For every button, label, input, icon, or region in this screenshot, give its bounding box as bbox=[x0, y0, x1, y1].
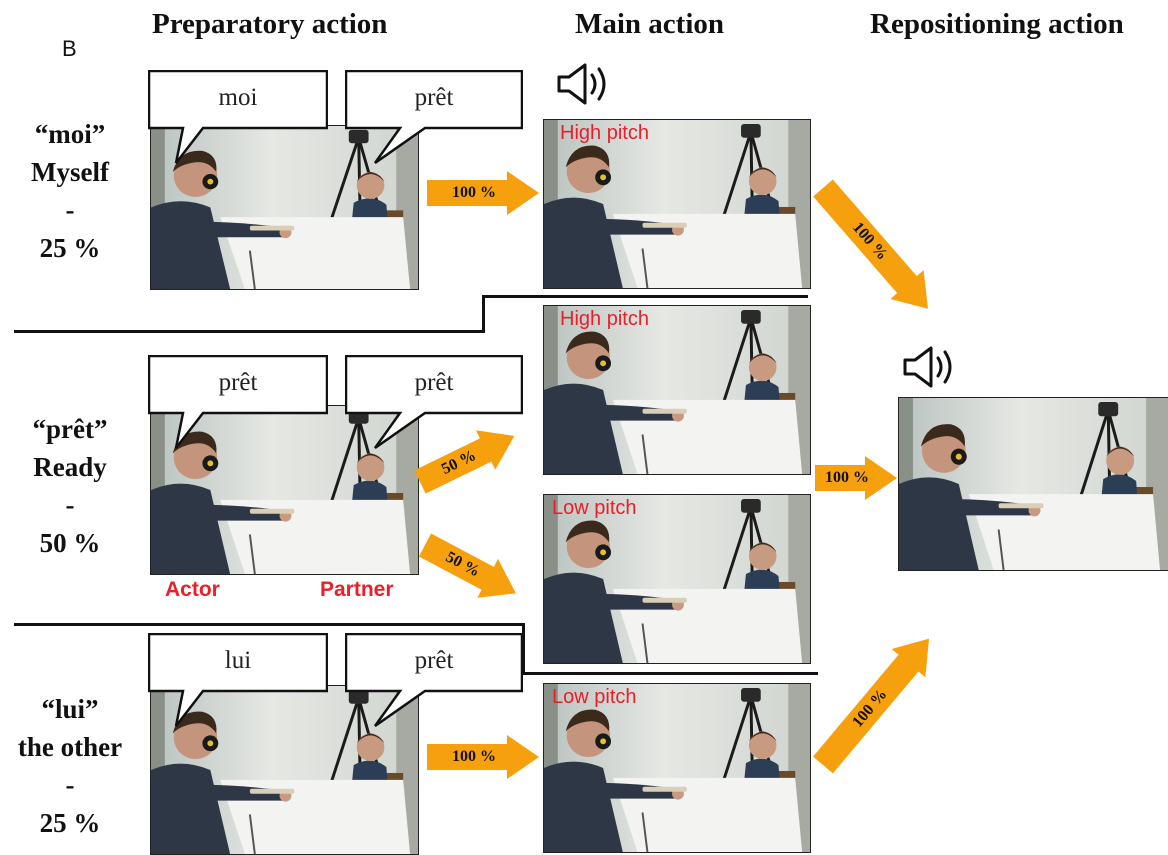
arrow-shape bbox=[427, 171, 539, 215]
bubble-text: prêt bbox=[414, 84, 454, 111]
arrow-shape bbox=[414, 430, 515, 494]
row-percent: 50 % bbox=[39, 528, 101, 558]
speech-bubble-partner: prêt bbox=[344, 632, 524, 728]
arrow-row1-to-reposition: 100 % bbox=[806, 174, 944, 324]
panel-letter: B bbox=[62, 36, 77, 61]
row-dash: - bbox=[65, 770, 75, 800]
arrow-shape bbox=[815, 456, 897, 500]
scene-image bbox=[151, 406, 418, 574]
speaker-icon bbox=[902, 345, 960, 394]
column-header-preparatory: Preparatory action bbox=[152, 8, 388, 40]
arrow-row3-to-reposition: 100 % bbox=[806, 624, 946, 779]
photo-main-4: Low pitch bbox=[543, 683, 811, 853]
scene-image bbox=[544, 684, 810, 852]
speech-bubble-actor: prêt bbox=[147, 354, 329, 450]
row-dash: - bbox=[65, 195, 75, 225]
photo-main-3: Low pitch bbox=[543, 494, 811, 664]
photo-prep-lui bbox=[150, 685, 419, 855]
scene-image bbox=[151, 686, 418, 854]
divider-line bbox=[14, 330, 484, 333]
row-meaning: Myself bbox=[31, 157, 109, 187]
partner-label: Partner bbox=[320, 578, 394, 601]
arrow-row2-to-main-down: 50 % bbox=[415, 526, 527, 613]
bubble-text: lui bbox=[224, 647, 252, 674]
divider-line bbox=[14, 623, 524, 626]
actor-label: Actor bbox=[165, 578, 220, 601]
column-header-main: Main action bbox=[575, 8, 725, 40]
scene-image bbox=[544, 306, 810, 474]
arrow-row2-to-main-up: 50 % bbox=[410, 416, 524, 502]
row-percent: 25 % bbox=[39, 808, 101, 838]
pitch-label: Low pitch bbox=[552, 497, 637, 519]
arrow-shape bbox=[813, 179, 928, 309]
pitch-label: High pitch bbox=[560, 122, 649, 144]
speech-bubble-partner: prêt bbox=[344, 69, 524, 165]
pitch-label: Low pitch bbox=[552, 686, 637, 708]
bubble-text: prêt bbox=[414, 647, 454, 674]
scene-image bbox=[899, 398, 1168, 570]
row-dash: - bbox=[65, 490, 75, 520]
column-header-repositioning: Repositioning action bbox=[870, 8, 1124, 40]
photo-main-1: High pitch bbox=[543, 119, 811, 289]
bubble-text: moi bbox=[218, 84, 258, 111]
arrow-shape bbox=[813, 638, 930, 774]
divider-line bbox=[482, 295, 808, 298]
speaker-icon bbox=[556, 62, 614, 111]
pitch-label: High pitch bbox=[560, 308, 649, 330]
arrow-label: 100 % bbox=[452, 748, 496, 765]
row-label-pret: “prêt” Ready - 50 % bbox=[0, 410, 140, 562]
row-label-moi: “moi” Myself - 25 % bbox=[0, 115, 140, 267]
row-percent: 25 % bbox=[39, 233, 101, 263]
photo-main-2: High pitch bbox=[543, 305, 811, 475]
arrow-row2-to-reposition: 100 % bbox=[815, 456, 897, 500]
scene-image bbox=[544, 120, 810, 288]
photo-prep-moi bbox=[150, 125, 419, 290]
arrow-label: 100 % bbox=[849, 686, 891, 731]
row-word: “moi” bbox=[34, 119, 106, 149]
scene-image bbox=[151, 126, 418, 289]
speech-bubble-actor: lui bbox=[147, 632, 329, 728]
arrow-shape bbox=[427, 735, 539, 779]
speech-bubble-partner: prêt bbox=[344, 354, 524, 450]
row-meaning: the other bbox=[17, 732, 123, 762]
photo-reposition bbox=[898, 397, 1168, 571]
row-word: “lui” bbox=[41, 694, 99, 724]
bubble-text: prêt bbox=[414, 369, 454, 396]
photo-prep-pret bbox=[150, 405, 419, 575]
arrow-row1-to-main: 100 % bbox=[427, 171, 539, 215]
bubble-text: prêt bbox=[218, 369, 258, 396]
scene-image bbox=[544, 495, 810, 663]
speech-bubble-actor: moi bbox=[147, 69, 329, 165]
arrow-label: 100 % bbox=[452, 184, 496, 201]
row-label-lui: “lui” the other - 25 % bbox=[0, 690, 140, 842]
arrow-label: 50 % bbox=[442, 548, 483, 581]
row-meaning: Ready bbox=[33, 452, 107, 482]
divider-line bbox=[482, 295, 485, 333]
arrow-row3-to-main: 100 % bbox=[427, 735, 539, 779]
divider-line bbox=[522, 623, 525, 675]
divider-line bbox=[522, 672, 818, 675]
row-word: “prêt” bbox=[32, 414, 108, 444]
arrow-label: 100 % bbox=[825, 469, 869, 486]
arrow-label: 100 % bbox=[849, 219, 891, 264]
arrow-shape bbox=[418, 533, 516, 598]
